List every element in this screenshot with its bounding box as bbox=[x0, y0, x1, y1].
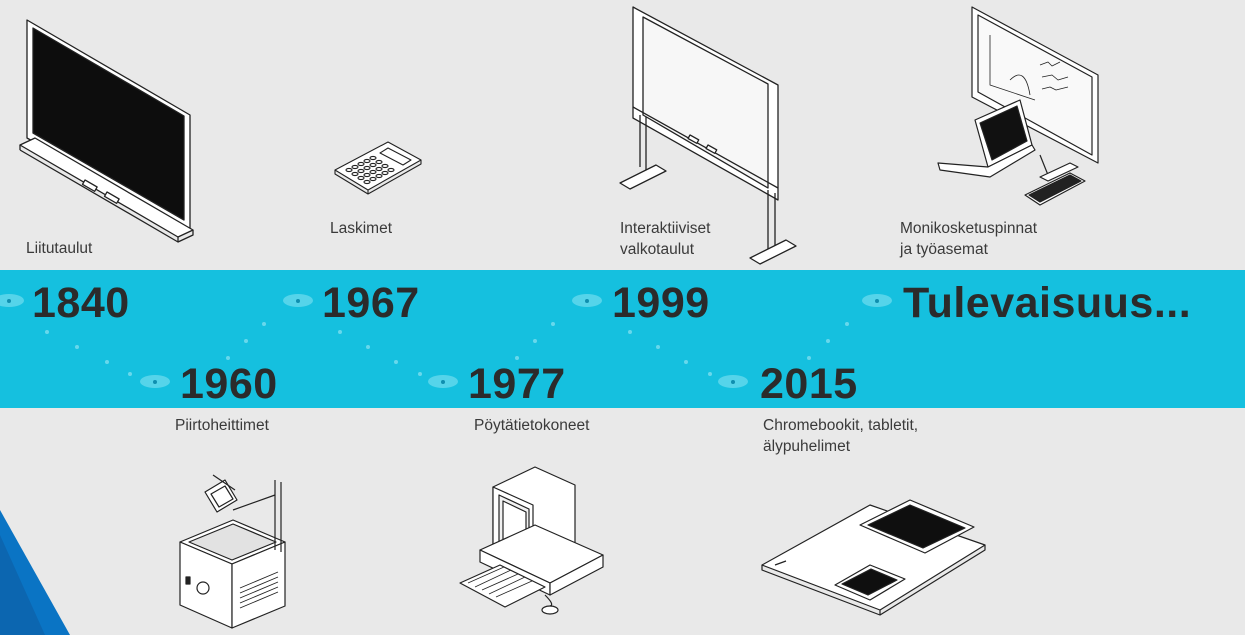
chalkboard-icon bbox=[15, 19, 195, 243]
overhead-projector-icon bbox=[175, 470, 295, 635]
year-label-2015: 2015 bbox=[760, 360, 858, 408]
timeline-marker bbox=[0, 294, 24, 307]
interactive-whiteboard-icon bbox=[618, 5, 798, 275]
timeline-marker bbox=[428, 375, 458, 388]
timeline-marker bbox=[862, 294, 892, 307]
calculator-icon bbox=[333, 140, 423, 200]
year-label-1967: 1967 bbox=[322, 279, 420, 327]
caption-chromebooks-tablets: Chromebookit, tabletit, älypuhelimet bbox=[763, 417, 919, 455]
desktop-computer-icon bbox=[455, 455, 615, 635]
multitouch-workstation-icon bbox=[920, 5, 1110, 225]
year-label-future: Tulevaisuus... bbox=[903, 279, 1192, 327]
timeline-marker bbox=[718, 375, 748, 388]
caption-calculators: Laskimet bbox=[330, 220, 393, 237]
year-label-1840: 1840 bbox=[32, 279, 130, 327]
caption-interactive-whiteboards: Interaktiiviset valkotaulut bbox=[620, 220, 711, 258]
timeline-marker bbox=[140, 375, 170, 388]
caption-desktop-computers: Pöytätietokoneet bbox=[474, 417, 590, 434]
timeline-marker bbox=[283, 294, 313, 307]
caption-chalkboards: Liitutaulut bbox=[26, 240, 93, 257]
year-label-1999: 1999 bbox=[612, 279, 710, 327]
timeline-marker bbox=[572, 294, 602, 307]
caption-multitouch: Monikosketuspinnat ja työasemat bbox=[900, 220, 1037, 258]
laptop-tablet-phone-icon bbox=[760, 485, 990, 625]
caption-overhead-projectors: Piirtoheittimet bbox=[175, 417, 269, 434]
year-label-1977: 1977 bbox=[468, 360, 566, 408]
year-label-1960: 1960 bbox=[180, 360, 278, 408]
timeline-band bbox=[0, 270, 1245, 408]
